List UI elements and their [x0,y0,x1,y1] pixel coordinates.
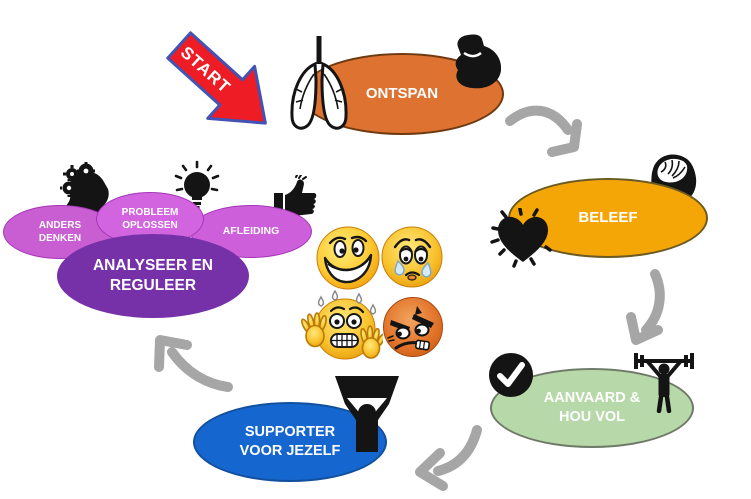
node-supporter-label: SUPPORTER VOOR JEZELF [239,424,341,459]
angry-face [383,297,443,357]
node-ontspan-label: ONTSPAN [365,85,439,103]
cheering-supporter-icon [335,376,399,452]
start-arrow: START [160,22,286,148]
beating-heart-icon [490,208,552,268]
arrow-ontspan-to-beleef [505,105,582,157]
start-arrow-polygon [166,31,267,125]
emotions-cluster [300,222,450,372]
sweat-drops [317,290,377,315]
node-afleiding: AFLEIDING [190,205,312,258]
thumbs-up-icon [274,175,317,217]
start-arrow-shape: START [166,31,267,125]
node-beleef: BELEEF [508,178,708,258]
strong-arm-icon [455,34,502,89]
raised-hands [301,312,383,359]
node-analyseer-label: ANALYSEER EN REGULEER [92,256,213,294]
lungs-icon [290,36,348,130]
node-probleem-oplossen-label: PROBLEEM OPLOSSEN [121,207,179,231]
node-afleiding-label: AFLEIDING [222,224,280,237]
anxious-sweating-face [301,290,383,360]
weightlifter-icon [634,353,694,413]
arrow-beleef-to-aanvaard [626,269,665,345]
sad-crying-face [381,226,443,288]
happy-face [316,226,380,290]
node-anders-denken-label: ANDERS DENKEN [38,220,82,244]
node-beleef-label: BELEEF [578,209,638,227]
arrow-aanvaard-to-supporter [415,425,482,491]
arrow-supporter-to-analyseer [154,335,233,392]
node-analyseer-regulateer: ANALYSEER EN REGULEER [57,234,249,318]
node-aanvaard-label: AANVAARD & HOU VOL [543,390,641,425]
checkmark-icon [489,353,533,397]
lightbulb-icon [174,160,220,209]
